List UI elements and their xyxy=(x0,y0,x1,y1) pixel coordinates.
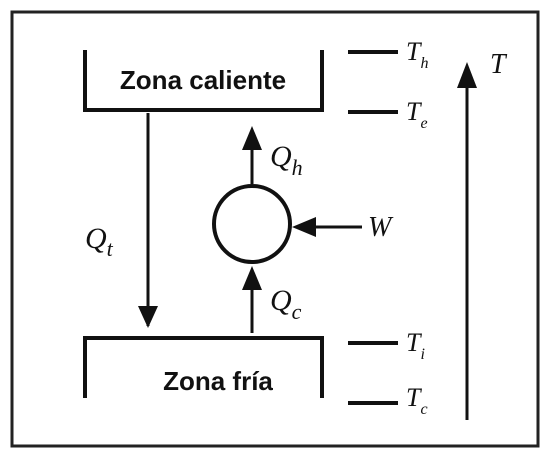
th-label: Th xyxy=(406,37,428,72)
tc-label: Tc xyxy=(406,383,428,418)
qc-arrowhead xyxy=(242,266,262,290)
work-label: W xyxy=(368,212,394,243)
te-label: Te xyxy=(406,97,428,132)
qt-label: Qt xyxy=(85,222,114,261)
hot-zone-bracket xyxy=(83,50,324,112)
heat-pump-circle xyxy=(212,184,292,264)
qh-label: Qh xyxy=(270,140,303,180)
work-arrowhead xyxy=(292,217,316,237)
hot-zone-label: Zona caliente xyxy=(120,65,286,95)
qh-arrowhead xyxy=(242,126,262,150)
temperature-axis-label: T xyxy=(490,49,508,80)
temperature-axis-arrowhead xyxy=(457,62,477,88)
cold-zone-label: Zona fría xyxy=(163,366,273,396)
qc-label: Qc xyxy=(270,284,302,324)
cold-zone-bracket xyxy=(83,336,324,398)
qt-arrowhead xyxy=(138,306,158,328)
ti-label: Ti xyxy=(406,328,425,363)
